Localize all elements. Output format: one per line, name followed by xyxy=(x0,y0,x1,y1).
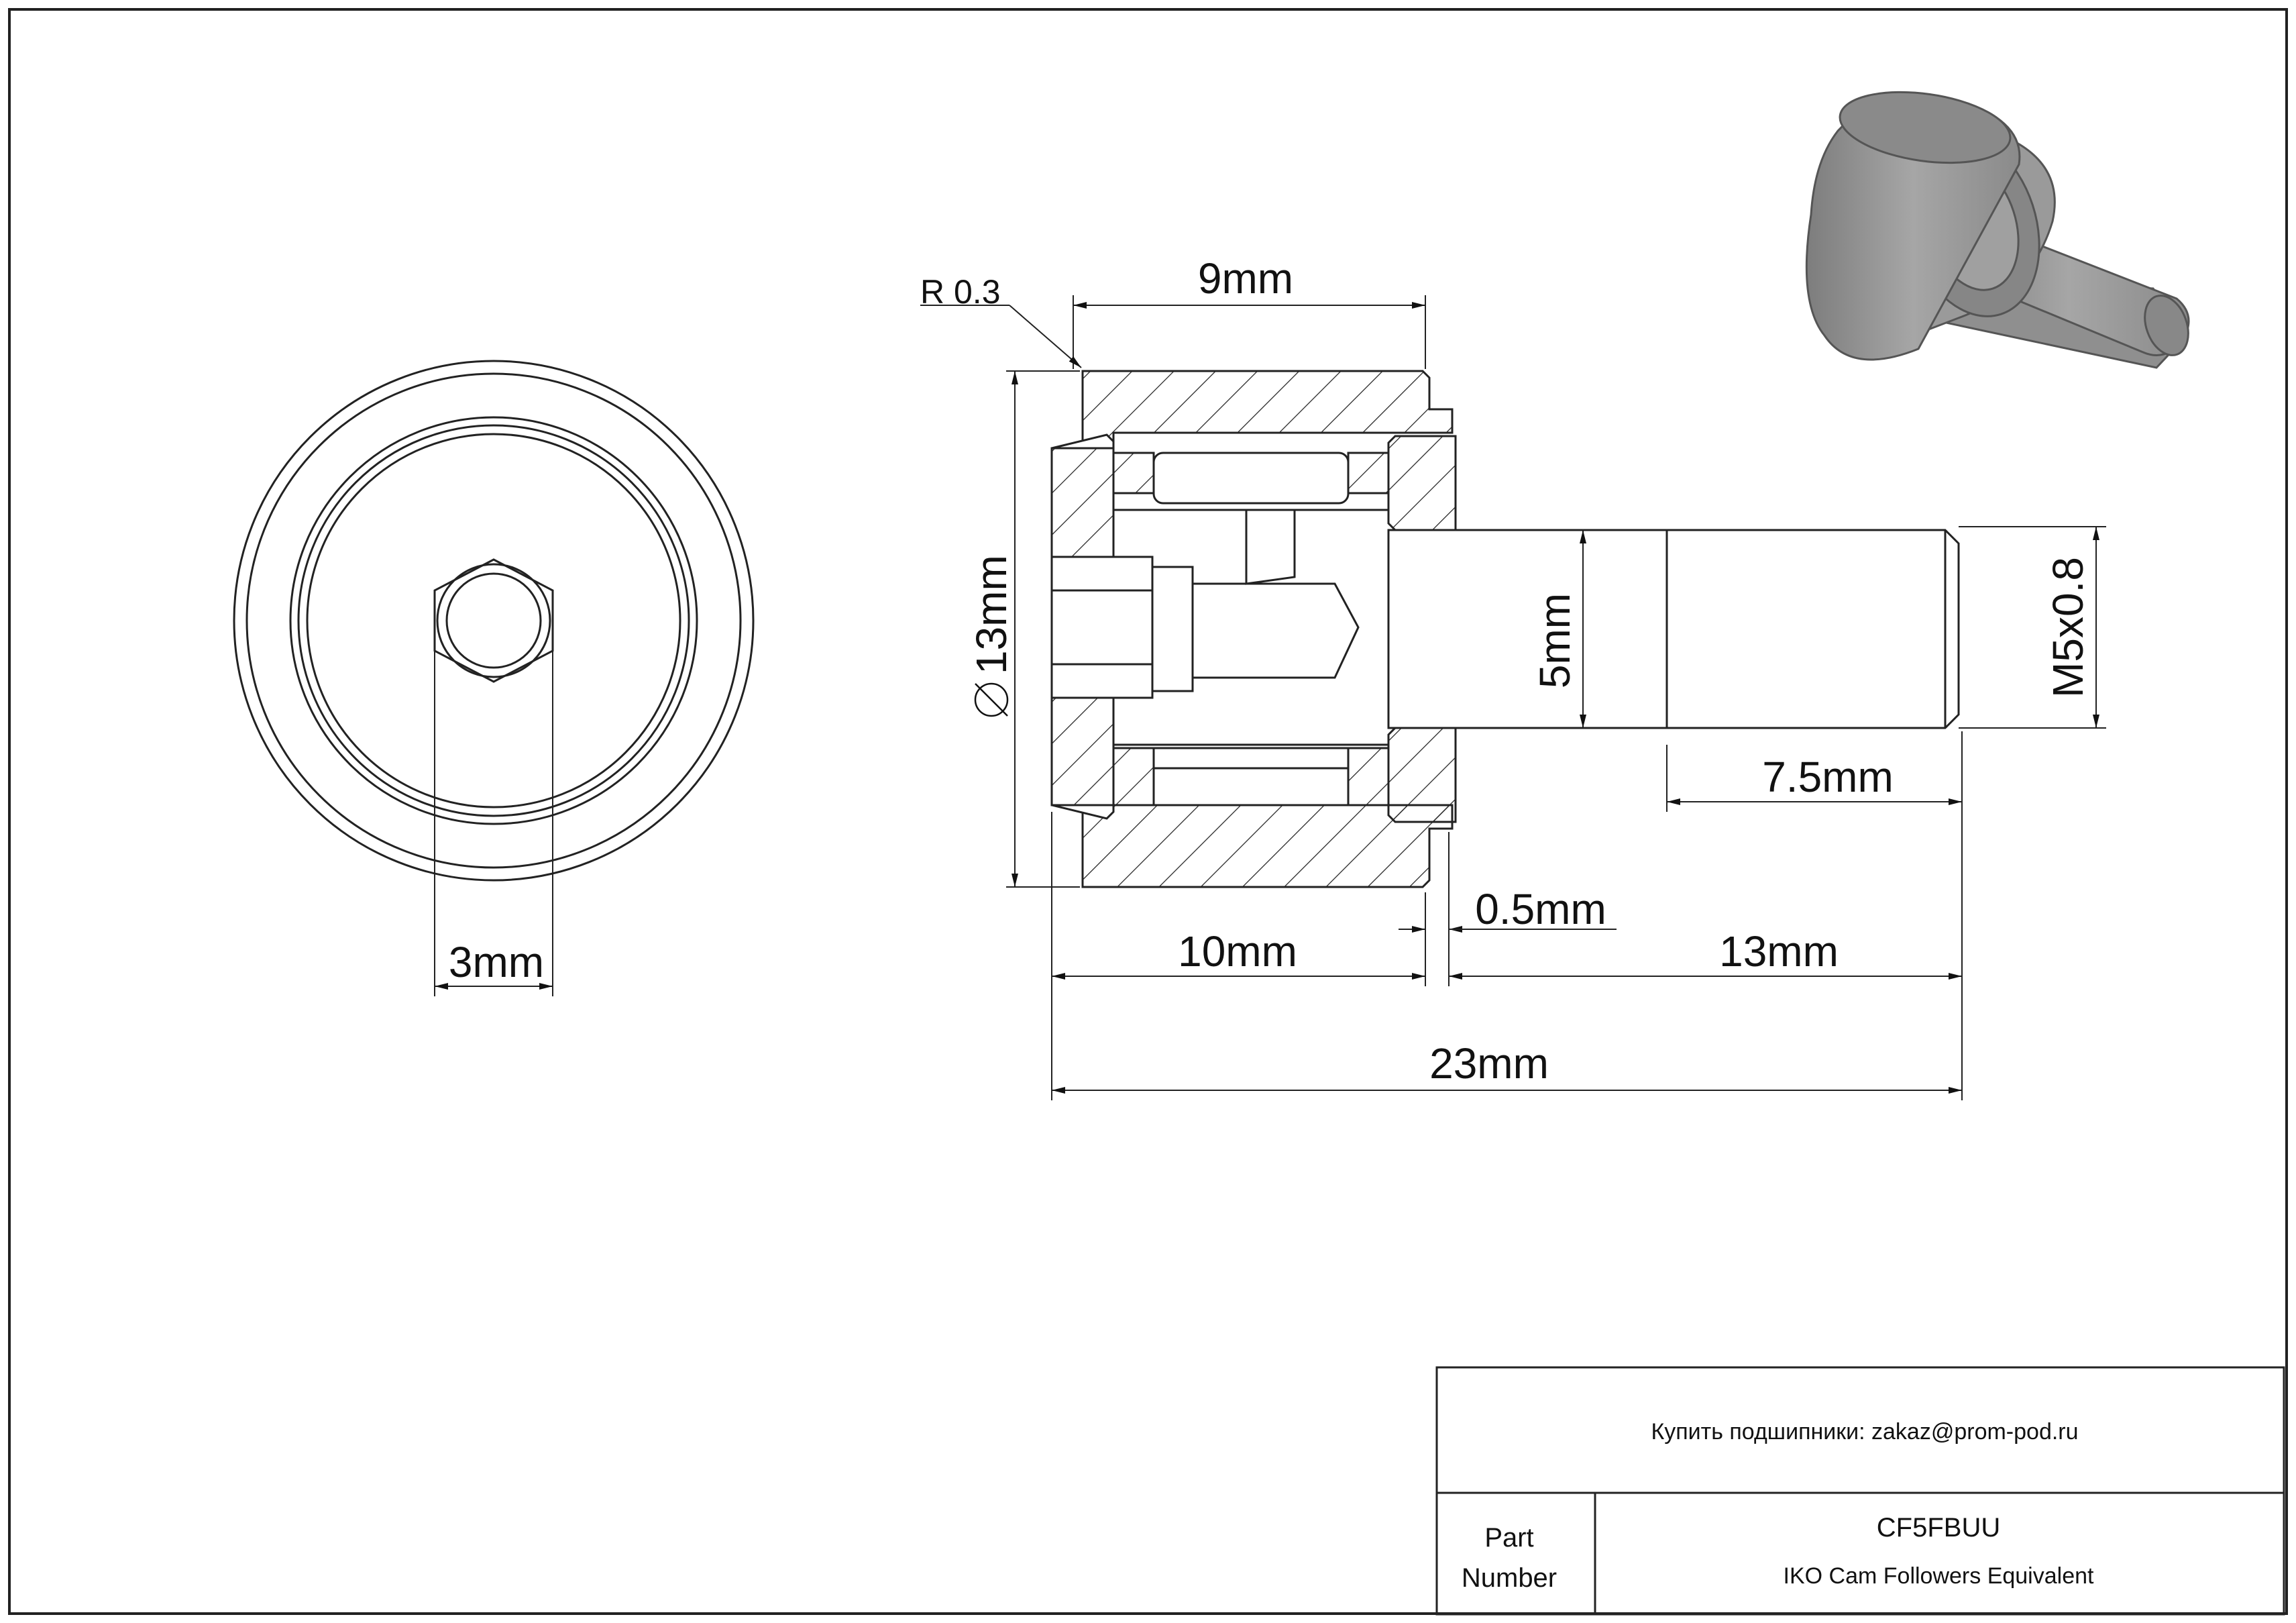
dim-thread-length: 7.5mm xyxy=(1762,753,1894,801)
dim-stud-diameter: 5mm xyxy=(1531,593,1579,688)
hex-socket xyxy=(433,558,554,683)
part-description: IKO Cam Followers Equivalent xyxy=(1784,1563,2095,1589)
end-cap xyxy=(1050,556,1154,699)
stud-flange-bottom xyxy=(1387,727,1457,823)
part-number: CF5FBUU xyxy=(1877,1513,2000,1542)
dimension-lines xyxy=(920,295,2106,1100)
stud xyxy=(1387,529,1960,729)
dim-hex: 3mm xyxy=(449,938,544,986)
dim-stud-length: 13mm xyxy=(1719,927,1839,976)
part-label-1: Part xyxy=(1484,1523,1533,1553)
dim-diameter-group: 13mm xyxy=(967,555,1016,717)
dim-thread: M5x0.8 xyxy=(2044,557,2092,698)
title-block xyxy=(1435,1366,2285,1616)
needle-roller-bottom xyxy=(1152,747,1350,770)
dim-radius: R 0.3 xyxy=(920,273,1001,311)
dim-width-outer: 9mm xyxy=(1198,254,1293,303)
needle-roller-top xyxy=(1152,452,1350,505)
dim-flange: 0.5mm xyxy=(1475,885,1606,933)
dim-body-length: 10mm xyxy=(1178,927,1297,976)
bearing-3d-render xyxy=(1805,91,2190,369)
buy-note: Купить подшипники: zakaz@prom-pod.ru xyxy=(1651,1419,2078,1445)
dim-total-length: 23mm xyxy=(1429,1039,1549,1088)
sheet-border xyxy=(8,8,2288,1615)
dim-diameter: 13mm xyxy=(967,555,1016,674)
grease-fitting xyxy=(1191,582,1360,679)
part-label-2: Number xyxy=(1462,1563,1557,1593)
stud-flange-top xyxy=(1387,435,1457,531)
end-view xyxy=(233,360,755,996)
section-view xyxy=(1050,370,1960,888)
